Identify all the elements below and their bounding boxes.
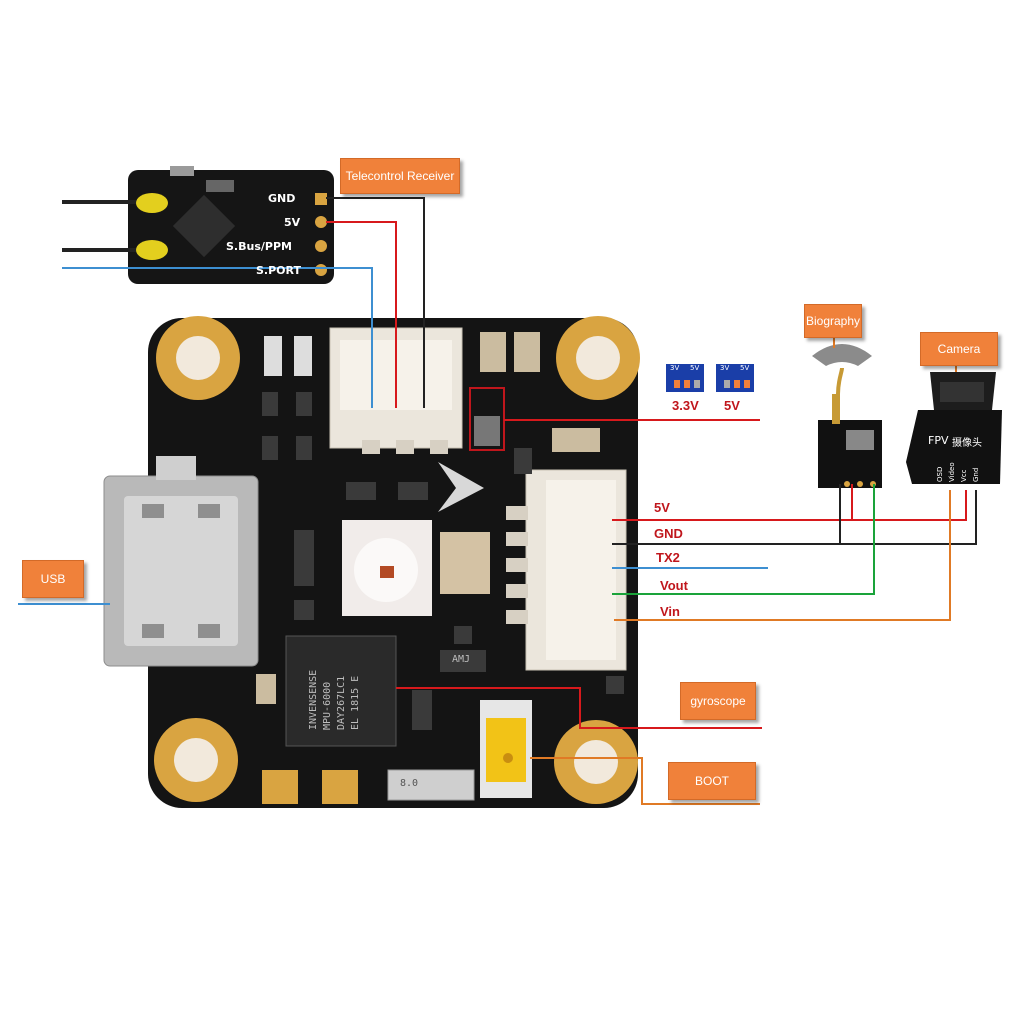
jumper-3v3-pad-label-3v: 3V bbox=[670, 364, 680, 372]
receiver-pin-sport: S.PORT bbox=[256, 264, 301, 277]
usb-port bbox=[103, 456, 259, 667]
pad-right bbox=[322, 770, 358, 804]
receiver-module bbox=[128, 166, 334, 284]
wires bbox=[18, 197, 977, 805]
jumper-3v3 bbox=[666, 364, 704, 392]
jumper-5v-pad-label-5v: 5V bbox=[740, 364, 750, 372]
receiver-pin-gnd: GND bbox=[268, 192, 296, 205]
camera-pin-gnd: Gnd bbox=[972, 467, 980, 482]
wire-label-vout: Vout bbox=[660, 578, 688, 593]
telecontrol-receiver-callout: Telecontrol Receiver bbox=[340, 158, 460, 194]
boot-button bbox=[480, 700, 532, 798]
crystal-marking: 8.0 bbox=[400, 778, 419, 789]
camera-brand: FPV bbox=[928, 434, 949, 447]
biography-callout: Biography bbox=[804, 304, 862, 338]
vtx-module bbox=[812, 344, 882, 488]
jumper-5v bbox=[716, 364, 754, 392]
direction-arrow bbox=[438, 462, 484, 512]
smd-components bbox=[256, 332, 624, 730]
wire-label-vin: Vin bbox=[660, 604, 680, 619]
camera-pin-osd: OSD bbox=[936, 466, 944, 482]
rgb-led bbox=[342, 520, 432, 616]
camera-callout: Camera bbox=[920, 332, 998, 366]
flight-controller-board bbox=[103, 316, 640, 808]
jumper-5v-label: 5V bbox=[724, 398, 740, 413]
crystal bbox=[387, 769, 475, 801]
mount-hole-bottom-right bbox=[554, 720, 638, 804]
jumper-3v3-label: 3.3V bbox=[672, 398, 699, 413]
gyro-chip-marking: INVENSENSE MPU-6000 DAY267LC1 EL 1815 E bbox=[308, 669, 361, 730]
fpv-camera bbox=[906, 372, 1002, 484]
camera-pin-video: Video bbox=[948, 462, 956, 482]
wire-label-5v: 5V bbox=[654, 500, 670, 515]
mount-hole-top-left bbox=[156, 316, 240, 400]
jumper-5v-pad-label-3v: 3V bbox=[720, 364, 730, 372]
boot-callout: BOOT bbox=[668, 762, 756, 800]
receiver-pin-5v: 5V bbox=[284, 216, 301, 229]
gyroscope-callout: gyroscope bbox=[680, 682, 756, 720]
camera-pin-vcc: Vcc bbox=[960, 469, 968, 483]
usb-callout: USB bbox=[22, 560, 84, 598]
mount-hole-top-right bbox=[556, 316, 640, 400]
jumper-3v3-pad-label-5v: 5V bbox=[690, 364, 700, 372]
wire-label-gnd: GND bbox=[654, 526, 683, 541]
camera-cn-label: 摄像头 bbox=[952, 438, 982, 449]
pad-left bbox=[262, 770, 298, 804]
mount-hole-bottom-left bbox=[154, 718, 238, 802]
side-connector bbox=[506, 469, 627, 671]
inductor-marking: AMJ bbox=[452, 654, 471, 665]
wire-label-tx2: TX2 bbox=[656, 550, 680, 565]
receiver-pin-sbus: S.Bus/PPM bbox=[226, 240, 292, 253]
gyro-chip bbox=[285, 635, 397, 747]
